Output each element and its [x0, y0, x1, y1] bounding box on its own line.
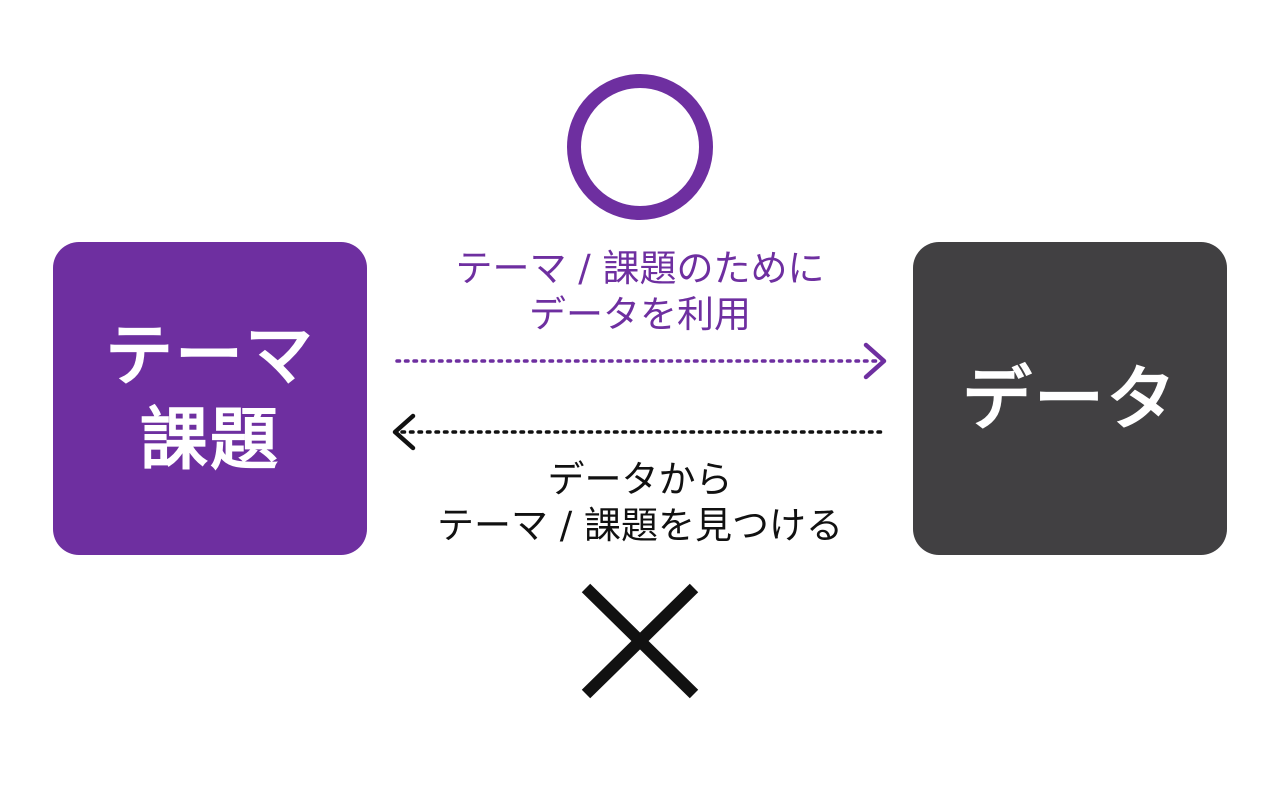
bottom-caption-line-1: データから — [547, 458, 733, 501]
arrow-theme-to-data — [395, 342, 887, 380]
bottom-caption-line-2: テーマ / 課題を見つける — [437, 504, 843, 547]
data-label: データ — [962, 357, 1178, 440]
circle-icon — [567, 74, 713, 220]
arrow-data-to-theme — [392, 413, 886, 451]
arrow-right-head-icon — [863, 342, 887, 380]
issue-label: 課題 — [139, 400, 280, 480]
theme-label: テーマ — [104, 316, 315, 396]
theme-issue-box: テーマ 課題 — [53, 242, 367, 555]
top-caption-line-1: テーマ / 課題のために — [455, 247, 825, 290]
data-box: データ — [913, 242, 1227, 555]
bottom-caption: データから テーマ / 課題を見つける — [380, 457, 900, 549]
cross-icon — [581, 583, 699, 699]
arrow-left-head-icon — [392, 413, 416, 451]
top-caption-line-2: データを利用 — [529, 293, 751, 336]
top-caption: テーマ / 課題のために データを利用 — [380, 246, 900, 338]
